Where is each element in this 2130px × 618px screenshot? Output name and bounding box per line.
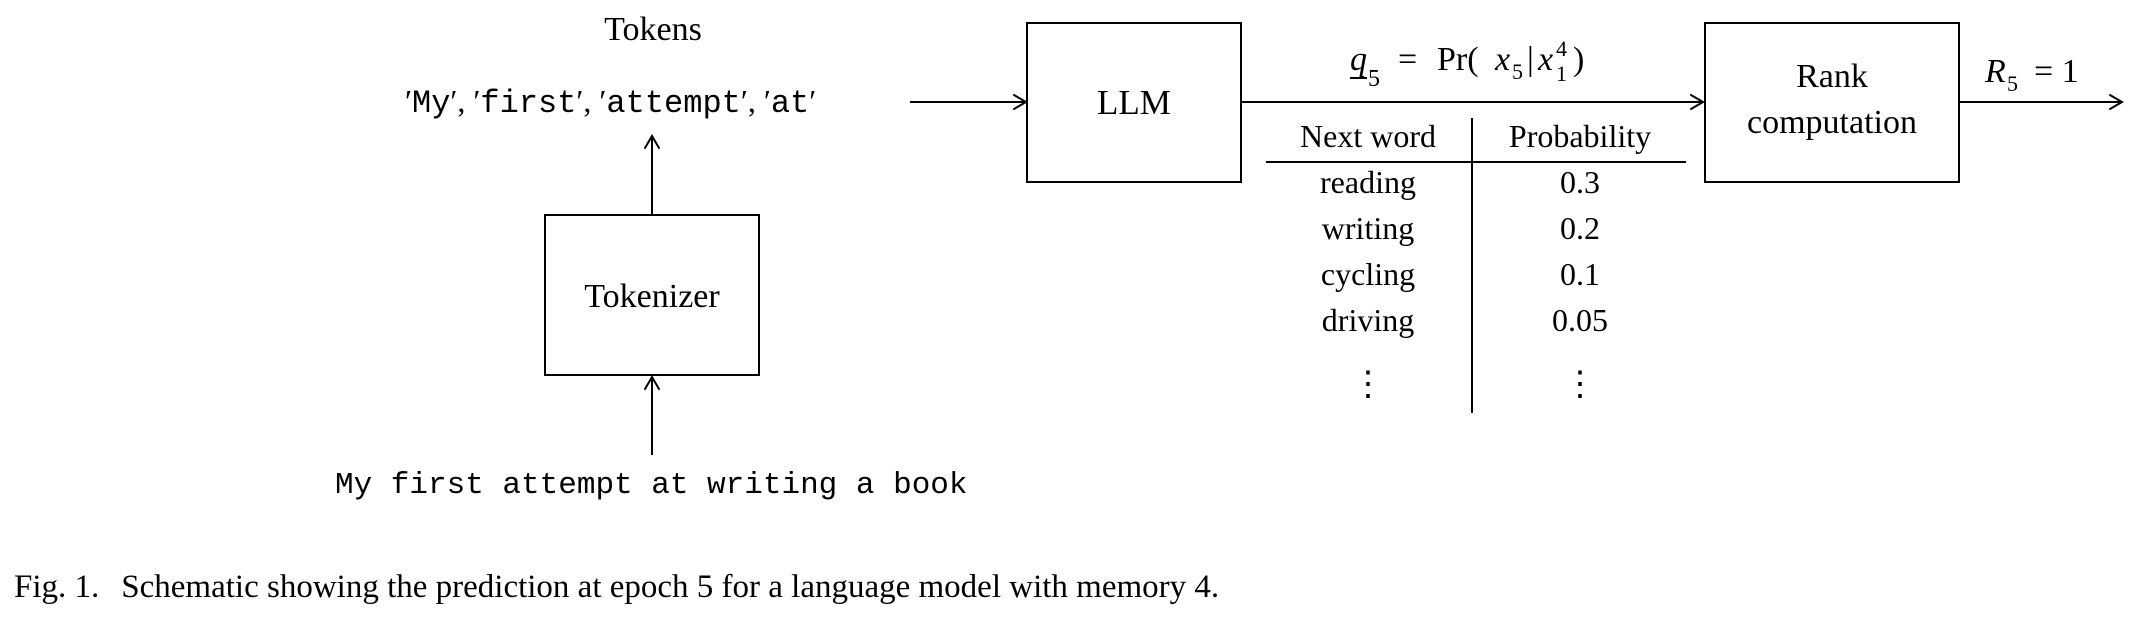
rank-subscript: 5 — [2007, 71, 2018, 96]
rank-label-line1: Rank — [1796, 58, 1868, 95]
equals-sign: = — [1398, 41, 1417, 78]
q-subscript: 5 — [1368, 66, 1380, 92]
caption-text: Schematic showing the prediction at epoc… — [121, 569, 1219, 605]
given-bar: | — [1527, 41, 1534, 78]
token-2: first — [480, 85, 576, 122]
token-4: at — [771, 85, 809, 122]
rank-equals-value: = 1 — [2034, 53, 2079, 90]
tokens-label: Tokens — [604, 11, 702, 48]
table-cell-prob: 0.1 — [1560, 256, 1600, 292]
table-cell-word: driving — [1322, 302, 1414, 338]
rank-label-line2: computation — [1747, 104, 1917, 141]
table-header-prob: Probability — [1509, 118, 1651, 154]
table-cell-prob: 0.3 — [1560, 164, 1600, 200]
table-cell-prob: 0.05 — [1552, 302, 1608, 338]
next-word-table: Next word Probability reading 0.3 writin… — [1266, 118, 1686, 413]
tokenizer-label: Tokenizer — [584, 278, 720, 315]
close-paren: ) — [1573, 41, 1584, 78]
cond-var: x — [1537, 41, 1553, 78]
arrow-rank-output — [1959, 94, 2124, 110]
var-x-subscript: 5 — [1512, 59, 1523, 84]
pr-function: Pr( — [1437, 41, 1479, 78]
arrow-tokenizer-to-tokens — [644, 134, 660, 215]
figure-caption: Fig. 1. Schematic showing the prediction … — [14, 569, 1219, 605]
token-1: My — [412, 85, 450, 122]
token-sequence: ′My′, ′first′, ′attempt′, ′at′ — [405, 83, 816, 122]
probability-formula: q 5 = Pr( x 5 | x 4 1 ) — [1350, 36, 1584, 92]
arrow-sentence-to-tokenizer — [644, 375, 660, 455]
table-cell-word: cycling — [1321, 256, 1415, 292]
rank-computation-box — [1704, 22, 1960, 183]
table-ellipsis-prob: ⋮ — [1563, 366, 1597, 403]
cond-subscript: 1 — [1556, 61, 1567, 86]
input-sentence: My first attempt at writing a book — [335, 468, 968, 503]
caption-prefix: Fig. 1. — [14, 569, 99, 605]
arrow-tokens-to-llm — [910, 94, 1028, 110]
table-cell-word: reading — [1320, 164, 1416, 200]
table-cell-prob: 0.2 — [1560, 210, 1600, 246]
rank-symbol: R — [1984, 53, 2006, 90]
q-symbol: q — [1350, 41, 1367, 78]
table-ellipsis-word: ⋮ — [1351, 366, 1385, 403]
cond-superscript: 4 — [1556, 36, 1567, 61]
rank-output: R 5 = 1 — [1984, 53, 2079, 96]
arrow-llm-to-rank — [1241, 94, 1705, 110]
var-x: x — [1494, 41, 1510, 78]
table-header-word: Next word — [1300, 118, 1436, 154]
token-3: attempt — [606, 85, 740, 122]
llm-label: LLM — [1097, 83, 1171, 122]
table-cell-word: writing — [1322, 210, 1414, 246]
